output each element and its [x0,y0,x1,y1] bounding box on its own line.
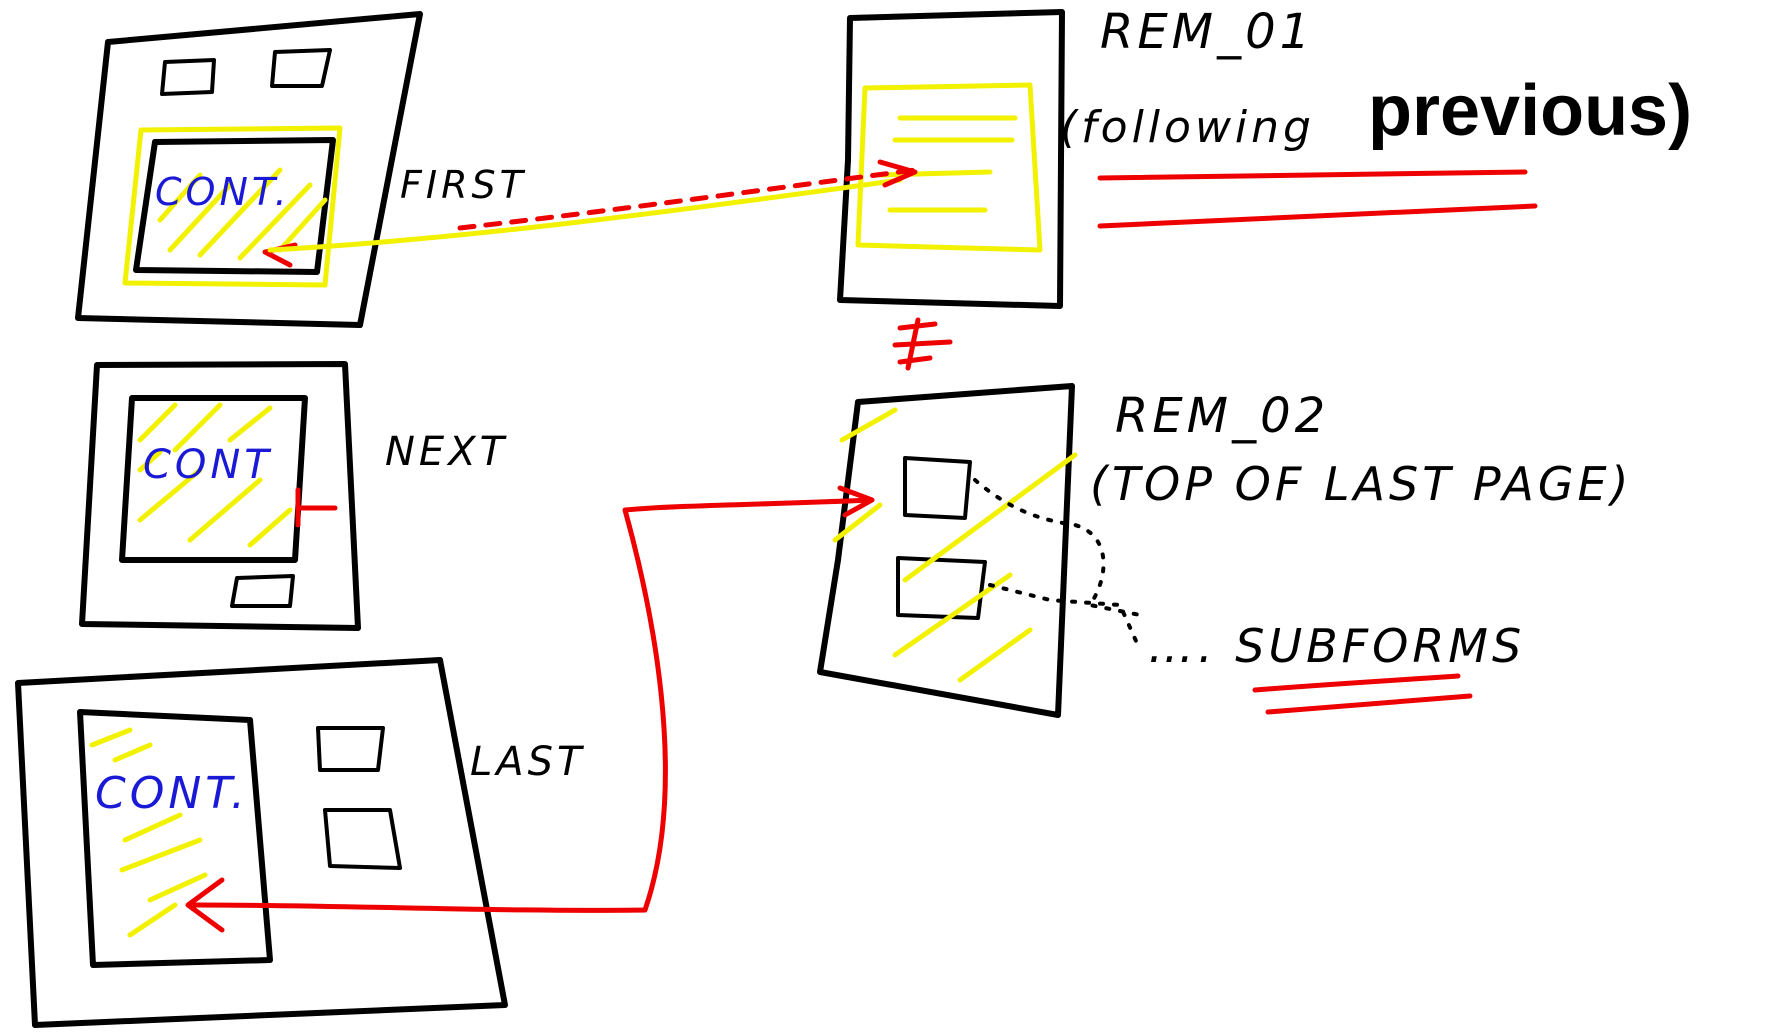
last-content-label: CONT. [95,768,249,819]
first-to-rem01-connector [267,177,903,253]
first-content-label: CONT. [155,170,291,214]
connector-mark [892,317,953,371]
first-page [75,11,423,328]
last-page-label: LAST [470,739,585,785]
rem01-note-underline [1097,169,1538,229]
subform-leader-1 [973,478,1142,617]
rem01-arrow-tip [877,159,918,188]
rem02-note: (TOP OF LAST PAGE) [1090,457,1633,511]
rem02-to-last-arrow [192,497,873,913]
rem01-arrowhead [457,167,918,231]
rem01-note-typed: previous) [1368,71,1692,151]
rem02-title: REM_02 [1115,388,1329,444]
next-content-label: CONT [143,442,273,488]
next-page [79,361,361,631]
rem-02-page [817,383,1078,718]
first-page-label: FIRST [400,163,527,207]
rem-01-page [837,9,1065,309]
rem01-title: REM_01 [1100,4,1314,60]
rem02-arrowhead [837,485,875,518]
rem01-note-handwritten: (following [1060,102,1315,153]
last-arrowhead [185,877,225,933]
subforms-underline [1252,673,1473,715]
next-page-label: NEXT [385,429,508,475]
subform-leader-2 [988,583,1142,652]
last-page [15,657,508,1028]
subforms-label: …. SUBFORMS [1148,619,1525,673]
